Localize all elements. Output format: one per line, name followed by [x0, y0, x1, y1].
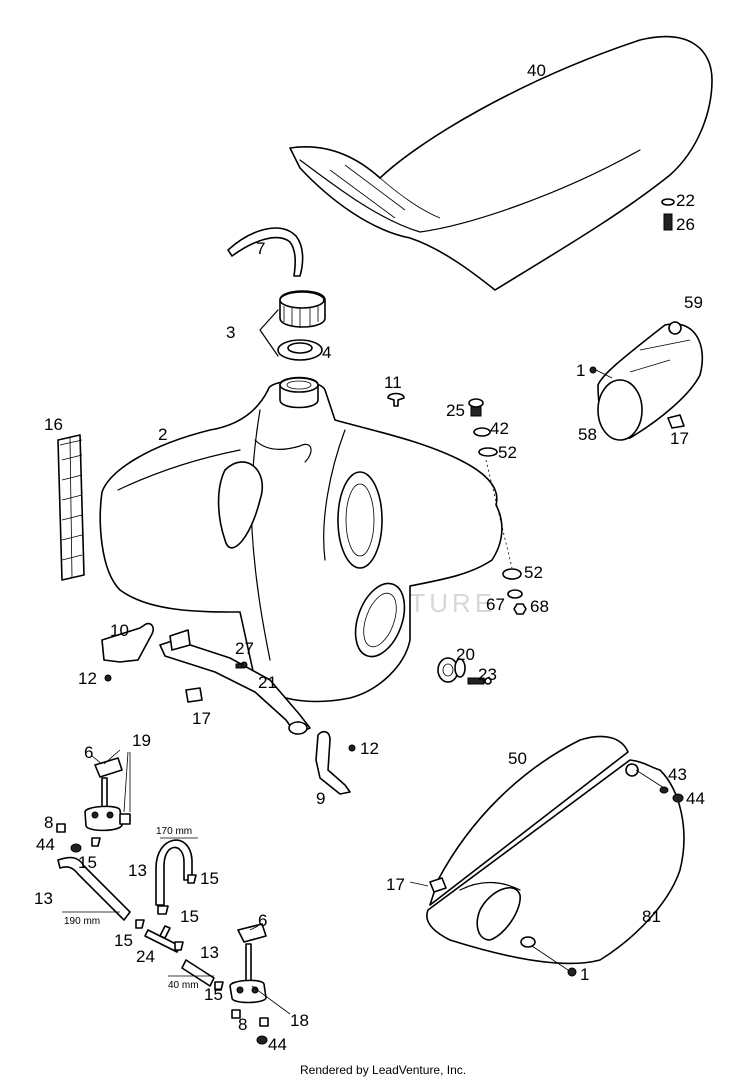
label-17-toolbox: 17 — [670, 429, 689, 448]
fuel-tap-right — [229, 923, 267, 1019]
washer-42 — [473, 427, 491, 437]
label-8-left: 8 — [44, 813, 53, 832]
dim-40mm: 40 mm — [168, 980, 199, 991]
screw-8a — [56, 823, 66, 833]
clamp-15b — [187, 874, 197, 884]
label-13-mid: 13 — [128, 861, 147, 880]
label-6-right: 6 — [258, 911, 267, 930]
label-3: 3 — [226, 323, 235, 342]
rubber-52-bottom — [502, 568, 522, 580]
clamp-15d — [135, 919, 145, 929]
dim-170mm: 170 mm — [156, 826, 192, 837]
label-24: 24 — [136, 947, 155, 966]
side-panel — [426, 735, 685, 965]
label-67: 67 — [486, 595, 505, 614]
hose-40mm — [181, 959, 215, 987]
hose-190mm — [57, 856, 131, 921]
washer-44a — [70, 843, 82, 853]
label-50: 50 — [508, 749, 527, 768]
label-15-a: 15 — [78, 853, 97, 872]
label-6-left: 6 — [84, 743, 93, 762]
label-2: 2 — [158, 425, 167, 444]
label-59: 59 — [684, 293, 703, 312]
rubber-bumper — [387, 392, 405, 407]
rubber-52-top — [478, 447, 498, 457]
fuel-cap-gasket — [277, 339, 323, 361]
bolt-23 — [467, 677, 492, 685]
clamp-15d2 — [174, 941, 184, 951]
label-8-right: 8 — [238, 1015, 247, 1034]
screw-43 — [659, 786, 669, 794]
bracket-9 — [315, 730, 351, 795]
label-40: 40 — [527, 61, 546, 80]
seat-bolt — [661, 198, 675, 231]
label-10: 10 — [110, 621, 129, 640]
label-13-right: 13 — [200, 943, 219, 962]
nut-68 — [513, 603, 527, 615]
footer-credit: Rendered by LeadVenture, Inc. — [300, 1063, 466, 1077]
label-20: 20 — [456, 645, 475, 664]
label-17-panel: 17 — [386, 875, 405, 894]
label-52-top: 52 — [498, 443, 517, 462]
label-19: 19 — [132, 731, 151, 750]
tool-box — [589, 321, 704, 441]
screw-1b — [531, 945, 577, 977]
clamp-15c — [157, 905, 169, 915]
label-44-left: 44 — [36, 835, 55, 854]
tank-bracket-21 — [159, 629, 311, 735]
breather-hose — [227, 227, 304, 277]
clip-17-left — [185, 687, 203, 703]
bracket-10 — [101, 622, 154, 663]
dim-190mm: 190 mm — [64, 916, 100, 927]
label-25: 25 — [446, 401, 465, 420]
label-21: 21 — [258, 673, 277, 692]
label-12-right: 12 — [360, 739, 379, 758]
label-15-d: 15 — [114, 931, 133, 950]
label-1-toolbox: 1 — [576, 361, 585, 380]
label-4: 4 — [322, 343, 331, 362]
fuel-cap — [279, 290, 326, 328]
label-1-panel: 1 — [580, 965, 589, 984]
label-42: 42 — [490, 419, 509, 438]
label-15-e: 15 — [204, 985, 223, 1004]
label-26: 26 — [676, 215, 695, 234]
fuel-tank — [99, 376, 503, 703]
label-11: 11 — [384, 373, 402, 392]
label-43: 43 — [668, 765, 687, 784]
label-44-panel: 44 — [686, 789, 705, 808]
seat — [289, 35, 713, 291]
label-7: 7 — [256, 239, 265, 258]
label-52-bottom: 52 — [524, 563, 543, 582]
bolt-27 — [235, 661, 248, 669]
label-16: 16 — [44, 415, 63, 434]
label-15-c: 15 — [180, 907, 199, 926]
label-13-left: 13 — [34, 889, 53, 908]
clamp-15a — [91, 837, 101, 847]
label-58: 58 — [578, 425, 597, 444]
clamp-15e — [214, 981, 224, 991]
washer-67 — [507, 589, 523, 599]
label-15-b: 15 — [200, 869, 219, 888]
label-18: 18 — [290, 1011, 309, 1030]
label-17-bracket: 17 — [192, 709, 211, 728]
label-9: 9 — [316, 789, 325, 808]
washer-44c — [672, 793, 684, 803]
bolt-25 — [468, 398, 484, 417]
spacer-20 — [437, 657, 466, 683]
label-68: 68 — [530, 597, 549, 616]
label-22: 22 — [676, 191, 695, 210]
t-piece-24 — [144, 925, 181, 953]
label-27: 27 — [235, 639, 254, 658]
label-81: 81 — [642, 907, 661, 926]
fuel-tap-left — [84, 757, 131, 832]
foam-strip — [57, 434, 85, 581]
hose-170mm — [155, 839, 193, 906]
label-23: 23 — [478, 665, 497, 684]
washer-44b — [256, 1035, 268, 1045]
label-12-left: 12 — [78, 669, 97, 688]
screw-8b — [259, 1017, 269, 1027]
label-44-right: 44 — [268, 1035, 287, 1054]
